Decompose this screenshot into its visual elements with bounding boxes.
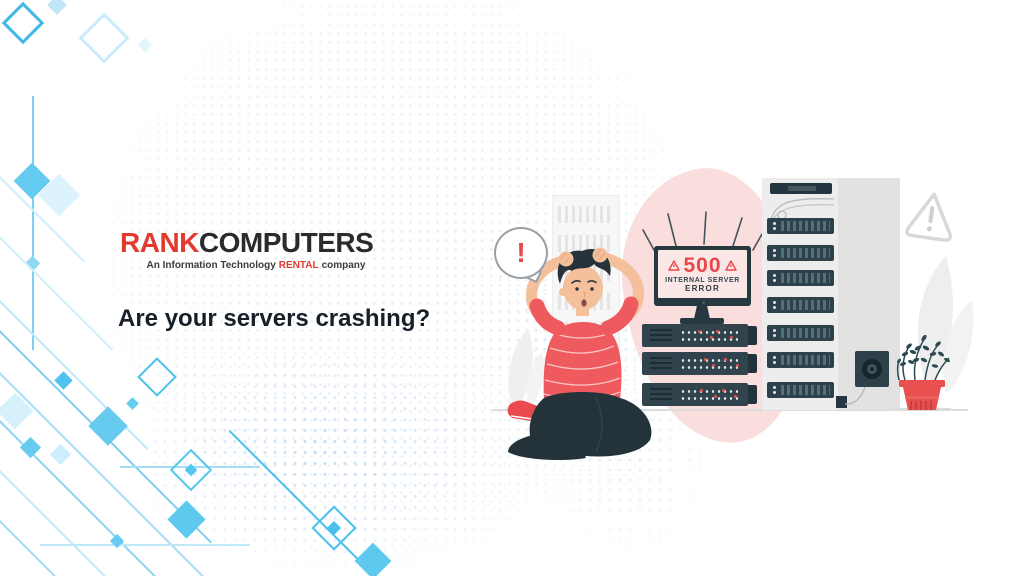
- brand-name: RANKCOMPUTERS: [120, 229, 392, 257]
- server-unit: [642, 324, 757, 347]
- rack-server-unit: [767, 352, 834, 368]
- stressed-man: [507, 247, 652, 460]
- monitor-stand-base: [680, 318, 724, 324]
- hand: [558, 251, 574, 267]
- rack-server-unit: [767, 270, 834, 286]
- leaf-silhouette: [917, 256, 974, 394]
- headline: Are your servers crashing?: [118, 305, 431, 332]
- shirt: [543, 322, 622, 400]
- warning-icon: [724, 260, 737, 271]
- rack-server-unit: [767, 218, 834, 234]
- rack-server-unit: [767, 325, 834, 341]
- circuit-line: [40, 544, 250, 546]
- exclamation-mark: !: [516, 237, 526, 268]
- warning-icon: [668, 260, 681, 271]
- plant-pot: [899, 380, 945, 387]
- cabinet-top-unit: [770, 183, 832, 194]
- leaf-silhouette: [508, 328, 545, 410]
- monitor-stand: [694, 306, 710, 319]
- circuit-diamond: [78, 12, 130, 64]
- server-unit: [642, 383, 757, 406]
- circuit-diamond: [47, 0, 67, 15]
- warning-triangle-icon: [905, 192, 952, 242]
- monitor: 500 INTERNAL SERVER ERROR: [654, 246, 751, 306]
- tagline-suffix: company: [321, 260, 366, 271]
- rack-server-unit: [767, 245, 834, 261]
- error-subtitle: INTERNAL SERVER: [665, 277, 740, 284]
- ground-line: [492, 409, 968, 411]
- server-unit: [642, 352, 757, 375]
- circuit-diamond: [1, 1, 45, 45]
- speech-bubble: !: [494, 227, 548, 279]
- mouth: [581, 299, 587, 307]
- tagline-prefix: An Information Technology: [146, 260, 276, 271]
- error-screen: 500 INTERNAL SERVER ERROR: [658, 250, 747, 298]
- hand: [592, 247, 608, 263]
- sleeve: [600, 296, 639, 336]
- tagline-highlight: RENTAL: [278, 260, 319, 271]
- circuit-line: [32, 96, 34, 350]
- brand-name-primary: RANK: [120, 227, 199, 258]
- circuit-diamond: [49, 443, 72, 466]
- circuit-diamond: [19, 436, 42, 459]
- error-code: 500: [683, 254, 722, 277]
- rack-server-unit: [767, 382, 834, 398]
- rack-server-unit: [767, 297, 834, 313]
- sleeve: [529, 298, 566, 336]
- speaker-fan-box: [855, 351, 889, 387]
- stress-lines: [642, 211, 762, 251]
- brand-name-secondary: COMPUTERS: [198, 227, 374, 258]
- potted-plant: [896, 334, 950, 410]
- head: [563, 266, 603, 310]
- circuit-diamond: [0, 392, 34, 430]
- error-word: ERROR: [685, 284, 720, 293]
- cabinet-power-socket: [836, 396, 847, 408]
